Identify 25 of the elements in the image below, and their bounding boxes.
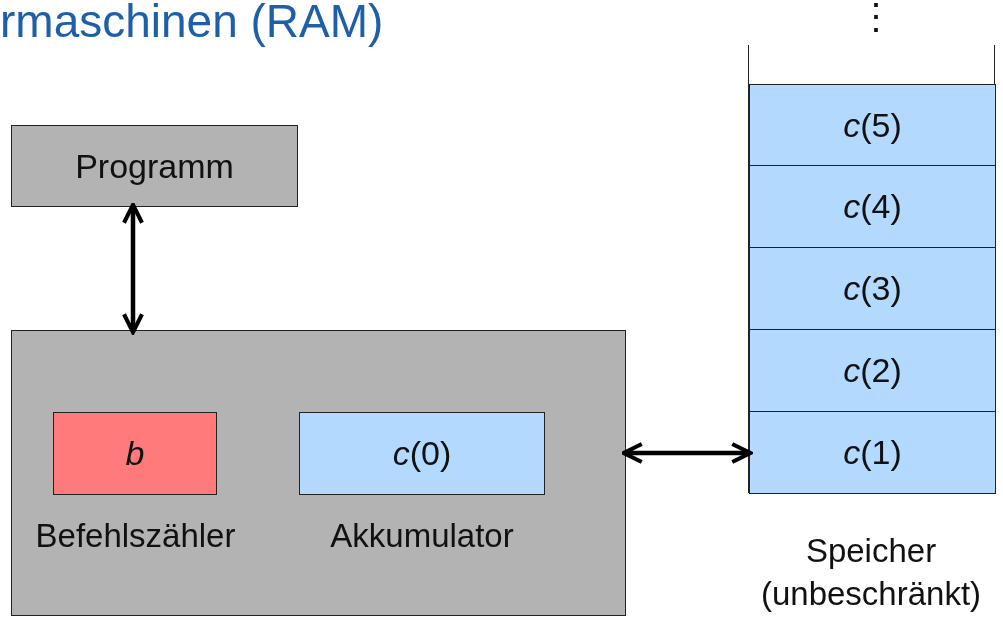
register-box [53,412,217,495]
node-label: c(3) [843,269,902,308]
node-label: c(5) [843,105,902,145]
double-arrow [621,442,753,465]
program-box [11,125,298,207]
node-label: c(1) [843,433,902,472]
processor-box [11,330,626,616]
node-label: Programm [75,146,234,186]
caption-text: Akkumulator [329,516,515,556]
memory-stack [748,45,995,493]
memory-cell [749,247,996,330]
memory-cell [749,411,996,494]
node-label: c(4) [843,187,902,226]
caption-text: Befehlszähler [34,516,237,556]
double-arrow [122,202,145,335]
ellipsis-label: ⋮ [858,0,894,38]
slide-title: rmaschinen (RAM) [0,0,384,48]
node-label: b [125,434,145,473]
node-label: c(2) [843,351,902,390]
node-label: c(0) [392,434,452,473]
memory-cell [749,84,996,166]
memory-cell [749,329,996,412]
register-box [299,412,545,495]
caption-text: Speicher (unbeschränkt) [759,531,983,614]
memory-cell [749,165,996,248]
